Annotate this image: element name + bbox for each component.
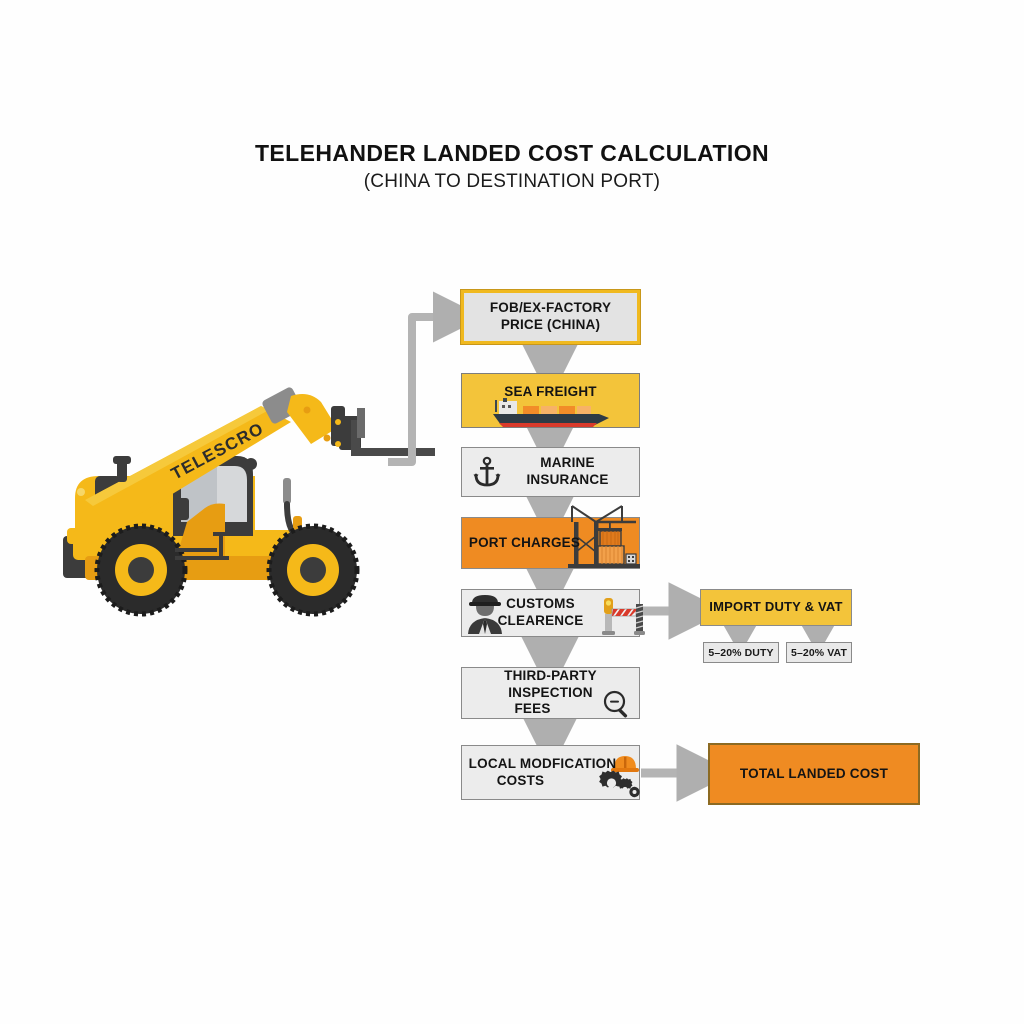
- flow-box-import-duty-vat[interactable]: IMPORT DUTY & VAT: [700, 589, 852, 626]
- flow-box-fob-label: FOB/EX-FACTORY PRICE (CHINA): [489, 300, 612, 332]
- flow-box-total-landed-cost-label: TOTAL LANDED COST: [739, 765, 889, 781]
- flow-box-total-landed-cost[interactable]: TOTAL LANDED COST: [708, 743, 920, 805]
- chip-vat-rate[interactable]: 5–20% VAT: [786, 642, 852, 663]
- page-subtitle: (CHINA TO DESTINATION PORT): [363, 171, 661, 193]
- flow-box-local-modification[interactable]: LOCAL MODFICATION COSTS: [461, 745, 640, 800]
- flow-box-fob[interactable]: FOB/EX-FACTORY PRICE (CHINA): [461, 290, 640, 344]
- connector-machine-to-fob: [388, 291, 484, 466]
- flow-box-sea-freight[interactable]: SEA FREIGHT: [461, 373, 640, 428]
- flow-box-inspection-fees[interactable]: THIRD-PARTY INSPECTION FEES: [461, 667, 640, 719]
- flow-box-marine-insurance[interactable]: MARINE INSURANCE: [461, 447, 640, 497]
- flow-box-sea-freight-label: SEA FREIGHT: [504, 384, 597, 400]
- flow-box-local-modification-label: LOCAL MODFICATION COSTS: [468, 755, 617, 788]
- flow-box-port-charges[interactable]: PORT CHARGES: [461, 517, 640, 569]
- flow-box-import-duty-vat-label: IMPORT DUTY & VAT: [709, 599, 843, 615]
- flow-box-port-charges-label: PORT CHARGES: [468, 534, 581, 550]
- flow-box-customs-clearance-label: CUSTOMS CLEARENCE: [497, 596, 584, 628]
- svg-text:TELESCRO: TELESCRO: [168, 419, 267, 484]
- telehandler-illustration: TELESCRO: [63, 387, 435, 617]
- flow-box-marine-insurance-label: MARINE INSURANCE: [526, 455, 609, 487]
- page-title: TELEHANDER LANDED COST CALCULATION: [254, 140, 770, 166]
- flow-box-inspection-fees-label: THIRD-PARTY INSPECTION FEES: [504, 667, 597, 717]
- chip-duty-rate[interactable]: 5–20% DUTY: [703, 642, 779, 663]
- flow-box-customs-clearance[interactable]: CUSTOMS CLEARENCE: [461, 589, 640, 637]
- title-block: TELEHANDER LANDED COST CALCULATION (CHIN…: [0, 140, 1024, 193]
